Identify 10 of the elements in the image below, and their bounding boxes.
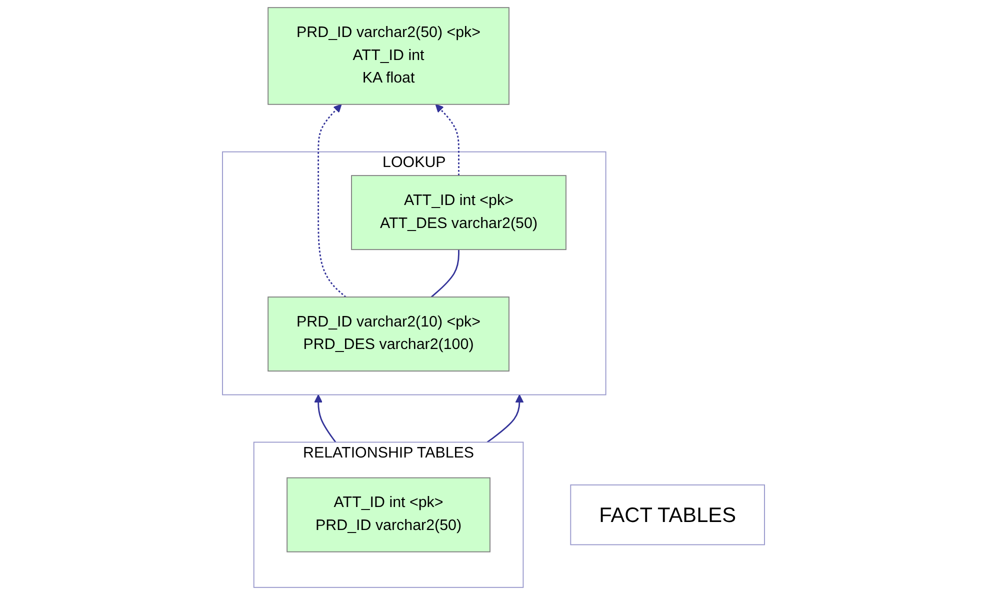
node-box: PRD_ID varchar2(10) <pk> PRD_DES varchar2(100) bbox=[268, 296, 510, 372]
node-box: FACT TABLES bbox=[570, 484, 765, 546]
node-box: ATT_ID int <pk> ATT_DES varchar2(50) bbox=[351, 175, 566, 250]
node-box: ATT_ID int <pk> PRD_ID varchar2(50) bbox=[286, 477, 490, 552]
arrow bbox=[318, 104, 346, 298]
arrow bbox=[435, 104, 460, 176]
arrow bbox=[486, 394, 524, 443]
connector bbox=[430, 250, 460, 298]
arrow bbox=[314, 394, 336, 443]
node-box: PRD_ID varchar2(50) <pk> ATT_ID int KA float bbox=[268, 7, 510, 105]
